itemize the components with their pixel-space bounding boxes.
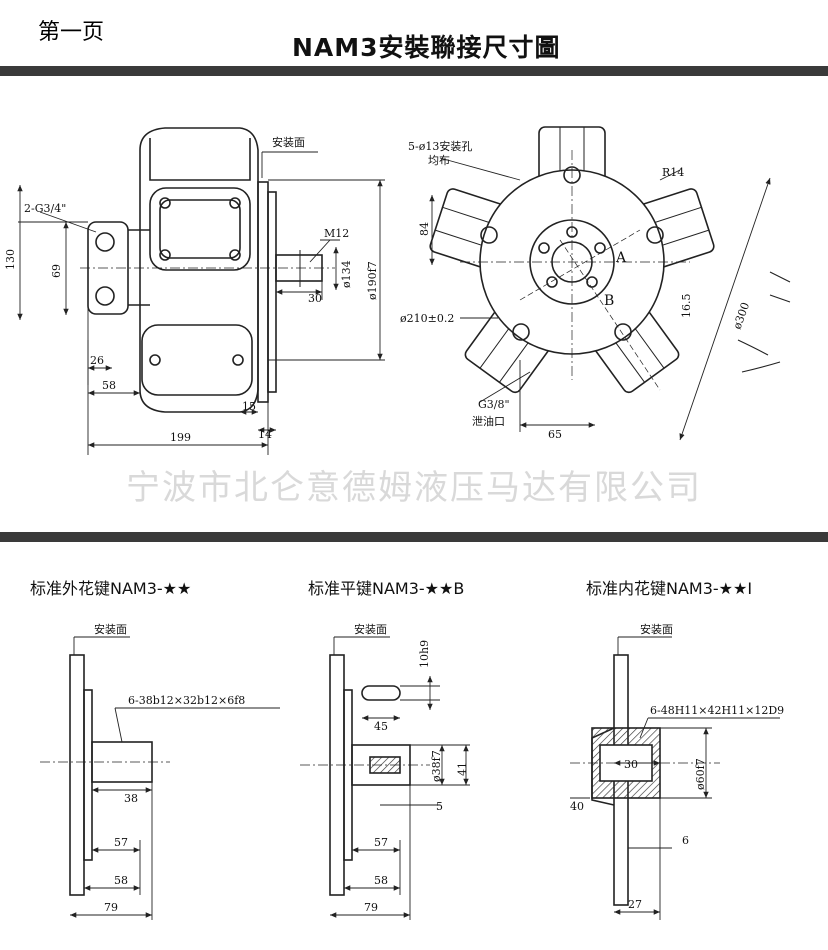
variant-external-spline-dims [70,636,280,920]
variant-flat-key-labels: 安装面 10h9 45 ø38f7 41 5 57 58 79 [354,622,469,914]
page-title: NAM3安裝聯接尺寸圖 [292,33,561,62]
bore-depth: 30 [624,758,638,771]
radius-label: R14 [662,166,684,179]
side-view-dimensions [17,151,385,455]
dim-40: 40 [570,800,584,813]
drain-port-sub: 泄油口 [472,414,505,428]
port-size-label: 2-G3/4" [24,202,66,215]
dim-300: ø300 [731,301,753,331]
middle-divider [0,532,828,542]
drain-port-label: G3/8" [478,398,510,411]
dim-6: 6 [682,834,689,847]
flange-step [267,191,277,393]
upper-cylinder-cap [149,187,251,271]
key-detail [361,685,401,701]
dim-79: 79 [364,901,378,914]
spline-spec: 6-38b12×32b12×6f8 [128,694,245,707]
lower-cylinder-cap [141,324,253,396]
port-a-label: A [615,250,627,266]
top-divider [0,66,828,76]
dim-69: 69 [50,264,63,278]
dim-130: 130 [4,249,17,270]
dim-16-5: 16.5 [680,294,693,319]
port-b-hole [95,286,115,306]
mount-hole [512,323,530,341]
variant-title-internal-spline: 标准内花键NAM3-★★I [586,579,753,598]
mount-face-label: 安装面 [640,622,673,636]
side-view-labels: 安装面 2-G3/4" M12 130 69 26 58 30 ø134 ø19… [4,135,379,444]
key-length: 45 [374,720,388,733]
variant-title-flat-key: 标准平键NAM3-★★B [308,579,465,598]
spline-spec: 6-48H11×42H11×12D9 [650,704,784,717]
dim-58: 58 [102,379,116,392]
page-label: 第一页 [38,20,105,45]
dim-79: 79 [104,901,118,914]
key-width: 10h9 [418,640,431,668]
dim-5: 5 [436,800,443,813]
side-view [80,127,335,413]
mount-face-label: 安装面 [272,135,305,149]
port-a-hole [95,232,115,252]
dim-84: 84 [418,222,431,236]
company-watermark: 宁波市北仑意德姆液压马达有限公司 [126,468,702,508]
dim-134: ø134 [340,260,353,288]
variant-external-spline-labels: 安装面 6-38b12×32b12×6f8 38 57 58 79 [94,622,245,914]
dim-14: 14 [258,428,272,441]
dim-26: 26 [90,354,104,367]
variant-external-spline [40,654,170,896]
mount-hole [480,226,498,244]
mount-hole [614,323,632,341]
mounting-flange [257,181,269,403]
dim-190f7: ø190f7 [366,261,379,300]
dim-15: 15 [242,400,256,413]
variant-internal-spline-dims [570,636,780,920]
front-view [429,126,715,394]
dim-57: 57 [114,836,128,849]
dim-58: 58 [374,874,388,887]
variant-flat-key [300,654,430,896]
dim-57: 57 [374,836,388,849]
variant-internal-spline-labels: 安装面 6-48H11×42H11×12D9 30 ø60f7 40 6 27 [570,622,784,911]
flange-plate [329,654,345,896]
dim-27: 27 [628,898,642,911]
mount-face-label: 安装面 [94,622,127,636]
variant-title-external-spline: 标准外花键NAM3-★★ [30,579,192,598]
mounting-holes-label: 5-ø13安装孔 [408,139,472,153]
port-b-label: B [604,293,614,309]
flange-plate [69,654,85,896]
dim-199: 199 [170,431,191,444]
variant-flat-key-dims [330,636,470,920]
mounting-holes-sub: 均布 [428,154,450,167]
thread-label: M12 [324,227,349,240]
dim-65: 65 [548,428,562,441]
mount-face-label: 安装面 [354,622,387,636]
shaft-diameter: ø38f7 [430,750,443,782]
dim-41: 41 [456,762,469,776]
dim-38: 38 [124,792,138,805]
bore-diameter: ø60f7 [694,758,707,790]
front-view-dimensions [429,157,791,441]
mount-hole [646,226,664,244]
pcd-label: ø210±0.2 [400,312,454,325]
dim-58: 58 [114,874,128,887]
dim-30: 30 [308,292,322,305]
